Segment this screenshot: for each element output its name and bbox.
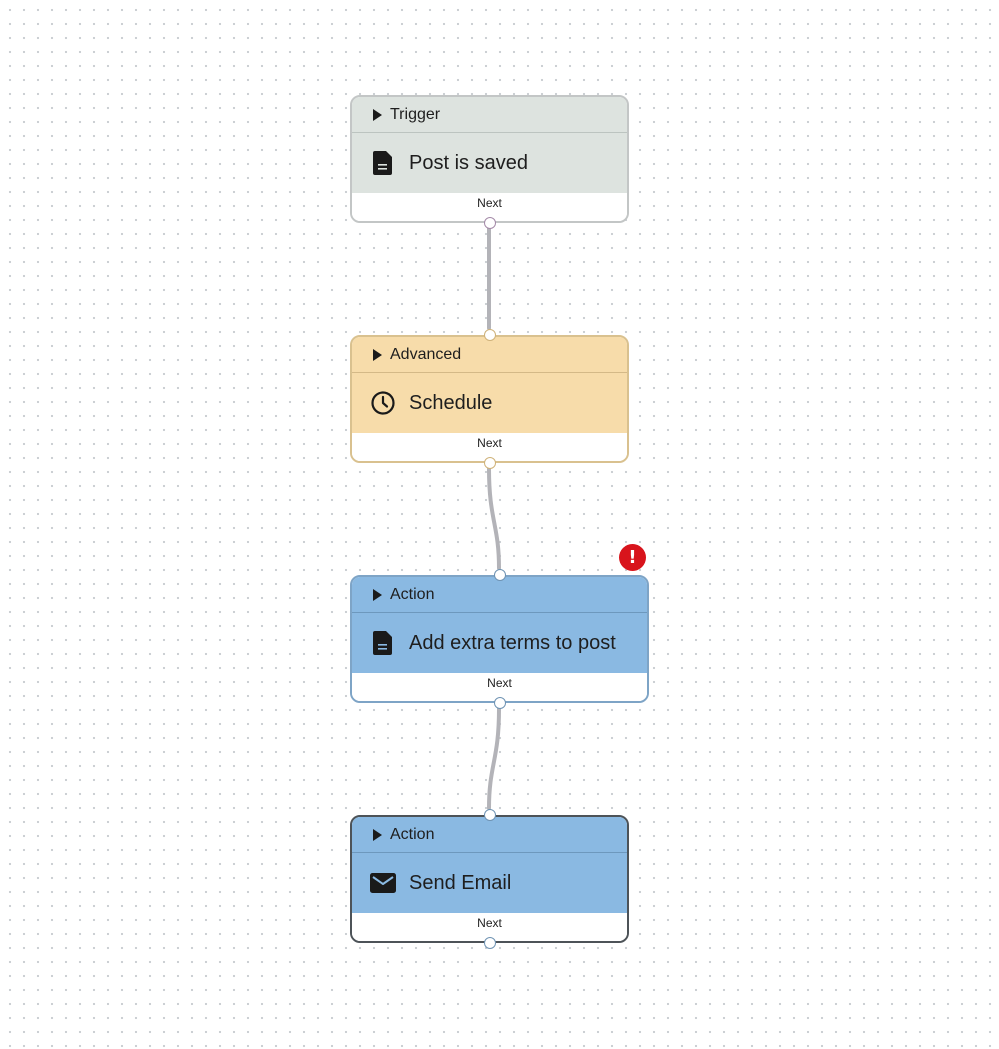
node-body[interactable]: Post is saved	[352, 133, 627, 193]
node-title: Add extra terms to post	[409, 631, 616, 654]
trigger-node[interactable]: Trigger Post is saved Next	[350, 95, 629, 229]
output-port[interactable]	[493, 697, 506, 709]
next-output-label: Next	[352, 433, 627, 461]
node-card: Advanced Schedule Next	[352, 337, 627, 461]
output-port[interactable]	[483, 217, 496, 229]
expand-caret-icon[interactable]	[370, 348, 384, 362]
expand-caret-icon[interactable]	[370, 108, 384, 122]
node-body[interactable]: Send Email	[352, 853, 627, 913]
node-type-header[interactable]: Trigger	[352, 97, 627, 133]
node-type-header[interactable]: Action	[352, 577, 647, 613]
node-body[interactable]: Add extra terms to post	[352, 613, 647, 673]
node-card: Action Add extra terms to post Next	[352, 577, 647, 701]
document-icon	[370, 630, 396, 656]
connection-add-terms-to-send-email	[487, 707, 501, 810]
next-output-label: Next	[352, 673, 647, 701]
node-type-label: Trigger	[390, 105, 441, 123]
send-email-node[interactable]: Action Send Email Next	[350, 809, 629, 949]
node-body[interactable]: Schedule	[352, 373, 627, 433]
input-port[interactable]	[483, 809, 496, 821]
mail-icon	[370, 870, 396, 896]
node-type-label: Action	[390, 585, 435, 603]
node-card: Action Send Email Next	[352, 817, 627, 941]
node-card: Trigger Post is saved Next	[352, 97, 627, 221]
next-output-label: Next	[352, 913, 627, 941]
node-type-label: Advanced	[390, 345, 462, 363]
node-title: Post is saved	[409, 151, 528, 174]
add-extra-terms-node[interactable]: Action Add extra terms to post Next	[350, 569, 649, 709]
expand-caret-icon[interactable]	[370, 588, 384, 602]
error-badge[interactable]: !	[619, 544, 646, 571]
node-type-header[interactable]: Action	[352, 817, 627, 853]
input-port[interactable]	[493, 569, 506, 581]
node-title: Send Email	[409, 871, 512, 894]
expand-caret-icon[interactable]	[370, 828, 384, 842]
clock-icon	[370, 390, 396, 416]
document-icon	[370, 150, 396, 176]
next-output-label: Next	[352, 193, 627, 221]
output-port[interactable]	[483, 457, 496, 469]
output-port[interactable]	[483, 937, 496, 949]
schedule-node[interactable]: Advanced Schedule Next	[350, 329, 629, 469]
connection-schedule-to-add-terms	[487, 467, 501, 570]
node-type-label: Action	[390, 825, 435, 843]
node-type-header[interactable]: Advanced	[352, 337, 627, 373]
input-port[interactable]	[483, 329, 496, 341]
node-title: Schedule	[409, 391, 493, 414]
